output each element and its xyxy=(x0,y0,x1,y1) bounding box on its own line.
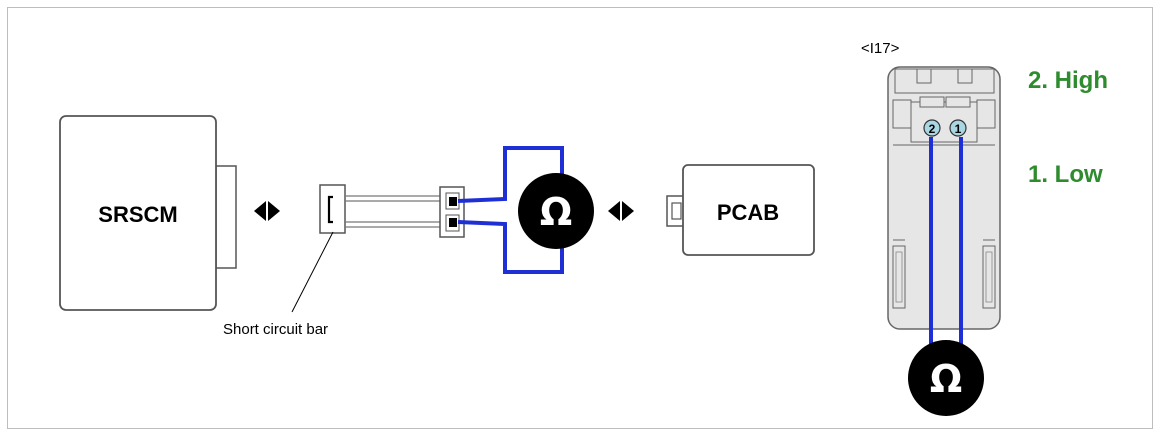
pin-1-label: 1 xyxy=(955,122,962,136)
pcab-box xyxy=(682,164,815,256)
pin-label-low: 1. Low xyxy=(1028,161,1103,188)
leader-line xyxy=(291,231,334,313)
short-circuit-bar-label: Short circuit bar xyxy=(223,321,328,338)
double-arrow-left xyxy=(254,201,280,221)
ohm-symbol: Ω xyxy=(540,190,572,234)
pin-2-label: 2 xyxy=(929,122,936,136)
srscm-box xyxy=(59,115,217,311)
srscm-module: SRSCM xyxy=(59,115,237,311)
ohmmeter-connector: Ω xyxy=(908,340,984,416)
srscm-connector xyxy=(215,165,237,269)
pin-label-high: 2. High xyxy=(1028,67,1108,94)
pcab-label: PCAB xyxy=(717,200,779,225)
connector-probe-wires xyxy=(929,137,963,352)
pcab-connector-pin xyxy=(671,202,682,220)
double-arrow-right xyxy=(608,201,634,221)
connector-i17 xyxy=(887,66,1001,330)
srscm-label: SRSCM xyxy=(98,202,177,227)
connector-id-label: <I17> xyxy=(861,40,900,57)
diagram-frame xyxy=(7,7,1153,429)
probe-wires xyxy=(457,146,564,274)
pin-1: 1 xyxy=(949,119,967,137)
short-circuit-bar-connector xyxy=(319,184,346,234)
pcab-module: PCAB xyxy=(666,164,815,256)
harness-wires xyxy=(345,195,440,228)
ohmmeter-center: Ω xyxy=(518,173,594,249)
harness-connector xyxy=(439,186,465,238)
pin-2: 2 xyxy=(923,119,941,137)
ohm-symbol-2: Ω xyxy=(930,357,962,401)
